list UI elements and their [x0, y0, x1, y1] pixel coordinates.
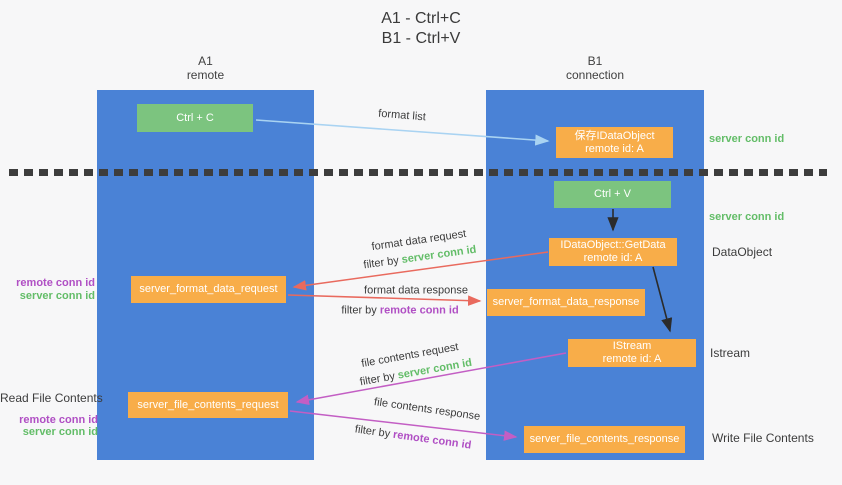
- diagram-title: A1 - Ctrl+C B1 - Ctrl+V: [0, 9, 842, 49]
- file-contents-response-filter-label: filter by remote conn id: [354, 423, 472, 452]
- node-server-file-contents-request: server_file_contents_request: [128, 392, 288, 418]
- column-header-b1: B1 connection: [486, 54, 704, 82]
- column-b1-subtitle: connection: [565, 68, 625, 82]
- left-read-file-contents-block: Read File Contents remote conn id server…: [0, 391, 103, 439]
- node-server-file-contents-request-label: server_file_contents_request: [137, 398, 279, 411]
- format-data-response-label: format data response: [364, 284, 468, 297]
- column-b1-name: B1: [587, 54, 603, 68]
- filter-by-text: filter by: [362, 254, 403, 272]
- node-save-idataobject-line1: 保存IDataObject: [574, 129, 655, 142]
- file-contents-response-label: file contents response: [373, 396, 481, 423]
- node-istream-line2: remote id: A: [602, 353, 662, 365]
- phase-separator-line: [9, 169, 827, 176]
- node-idataobject-getdata: IDataObject::GetData remote id: A: [549, 238, 677, 266]
- server-conn-id-label-mid: server conn id: [709, 211, 785, 223]
- server-conn-id-label: server conn id: [19, 289, 95, 302]
- format-list-label: format list: [377, 107, 427, 124]
- remote-conn-id-text: remote conn id: [379, 304, 459, 317]
- node-ctrl-v-label: Ctrl + V: [594, 188, 631, 200]
- filter-by-text: filter by: [354, 423, 394, 441]
- node-server-format-data-response: server_format_data_response: [487, 289, 645, 316]
- node-save-idataobject-line2: remote id: A: [585, 142, 644, 155]
- read-file-contents-label: Read File Contents: [0, 391, 103, 405]
- server-conn-id-label: server conn id: [22, 426, 98, 438]
- left-conn-id-block-top: remote conn id server conn id: [0, 277, 95, 302]
- server-conn-id-label-top: server conn id: [709, 133, 785, 145]
- node-istream-line1: IStream: [612, 340, 652, 352]
- node-idataobject-getdata-line2: remote id: A: [583, 252, 643, 264]
- dataobject-label: DataObject: [712, 245, 773, 259]
- filter-by-text: filter by: [358, 369, 399, 389]
- title-line-2: B1 - Ctrl+V: [381, 30, 461, 47]
- column-a1-subtitle: remote: [186, 68, 225, 82]
- title-line-1: A1 - Ctrl+C: [381, 10, 461, 27]
- node-server-file-contents-response: server_file_contents_response: [524, 426, 685, 453]
- node-server-file-contents-response-label: server_file_contents_response: [529, 433, 680, 445]
- remote-conn-id-label: remote conn id: [19, 413, 98, 426]
- node-ctrl-c: Ctrl + C: [137, 104, 253, 132]
- format-data-response-filter-label: filter by remote conn id: [341, 305, 458, 318]
- remote-conn-id-text: remote conn id: [392, 428, 473, 452]
- node-server-format-data-request-label: server_format_data_request: [139, 283, 278, 295]
- node-server-format-data-response-label: server_format_data_response: [492, 296, 640, 308]
- node-server-format-data-request: server_format_data_request: [131, 276, 286, 303]
- column-a1-name: A1: [198, 54, 213, 68]
- node-idataobject-getdata-line1: IDataObject::GetData: [560, 239, 666, 251]
- remote-conn-id-label: remote conn id: [16, 277, 95, 289]
- node-save-idataobject: 保存IDataObject remote id: A: [556, 127, 673, 158]
- filter-by-text: filter by: [341, 304, 380, 317]
- write-file-contents-label: Write File Contents: [712, 431, 814, 445]
- istream-label: Istream: [710, 346, 751, 360]
- column-header-a1: A1 remote: [97, 54, 314, 82]
- node-ctrl-c-label: Ctrl + C: [176, 111, 214, 124]
- node-istream: IStream remote id: A: [568, 339, 696, 367]
- node-ctrl-v: Ctrl + V: [554, 181, 671, 208]
